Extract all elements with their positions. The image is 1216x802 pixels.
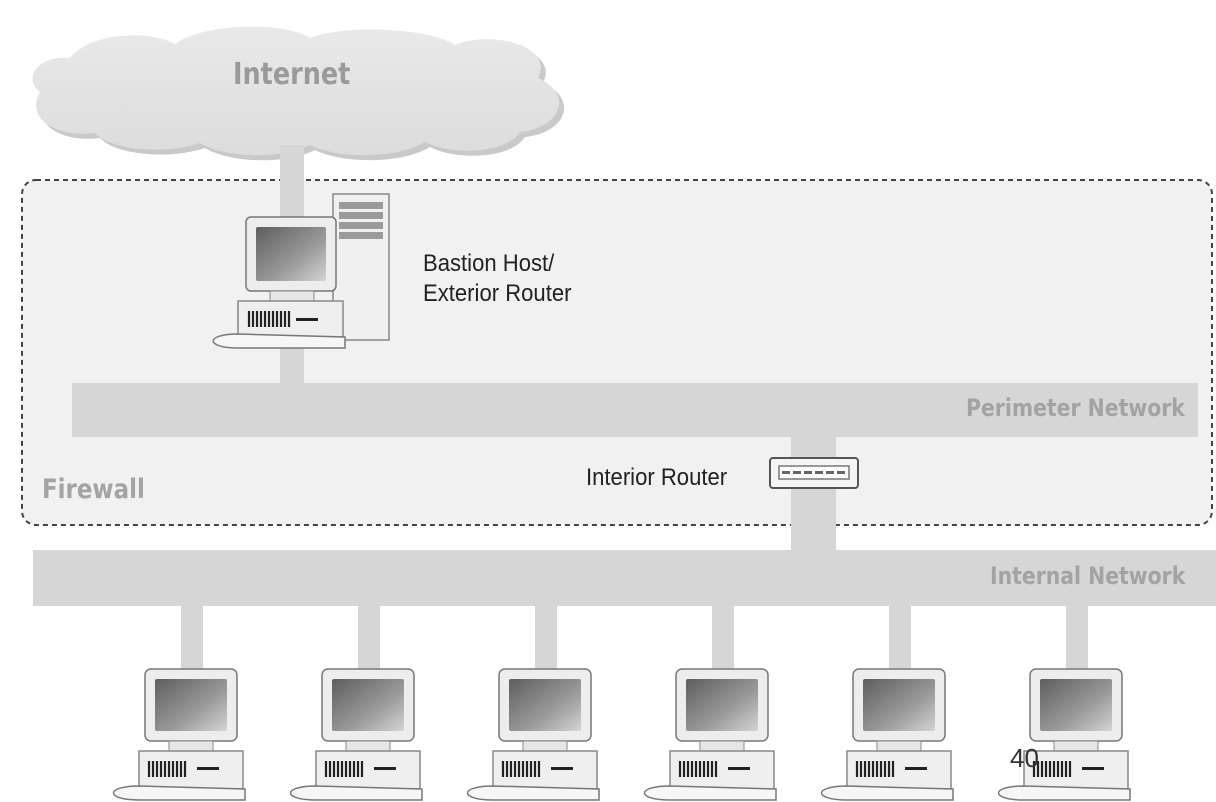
workstation-computer-icon [112,668,246,801]
workstation-drop-link [712,606,734,672]
page-number: 40 [1010,743,1039,773]
workstation-drop-link [358,606,380,672]
perimeter-network-bar [72,383,1198,437]
workstation-drop-link [181,606,203,672]
workstation-group [112,606,1131,801]
workstation-computer-icon [289,668,423,801]
bastion-label-line1: Bastion Host/ [423,250,555,277]
workstation-drop-link [889,606,911,672]
workstation-computer-icon [820,668,954,801]
workstation-computer-icon [997,668,1131,801]
bastion-label-line2: Exterior Router [423,280,572,307]
internal-network-label: Internal Network [990,562,1186,590]
internet-cloud-icon [32,26,565,161]
workstation-computer-icon [643,668,777,801]
firewall-label: Firewall [42,474,145,505]
interior-link [791,437,836,552]
interior-router-label: Interior Router [586,464,728,491]
bastion-host-label: Bastion Host/ Exterior Router [423,249,571,309]
perimeter-network-label: Perimeter Network [966,394,1185,422]
bastion-host-computer-icon [212,193,390,349]
workstation-drop-link [535,606,557,672]
internal-network-bar [33,550,1216,606]
interior-router-icon [769,457,859,489]
workstation-computer-icon [466,668,600,801]
workstation-drop-link [1066,606,1088,672]
internet-label: Internet [233,57,351,92]
